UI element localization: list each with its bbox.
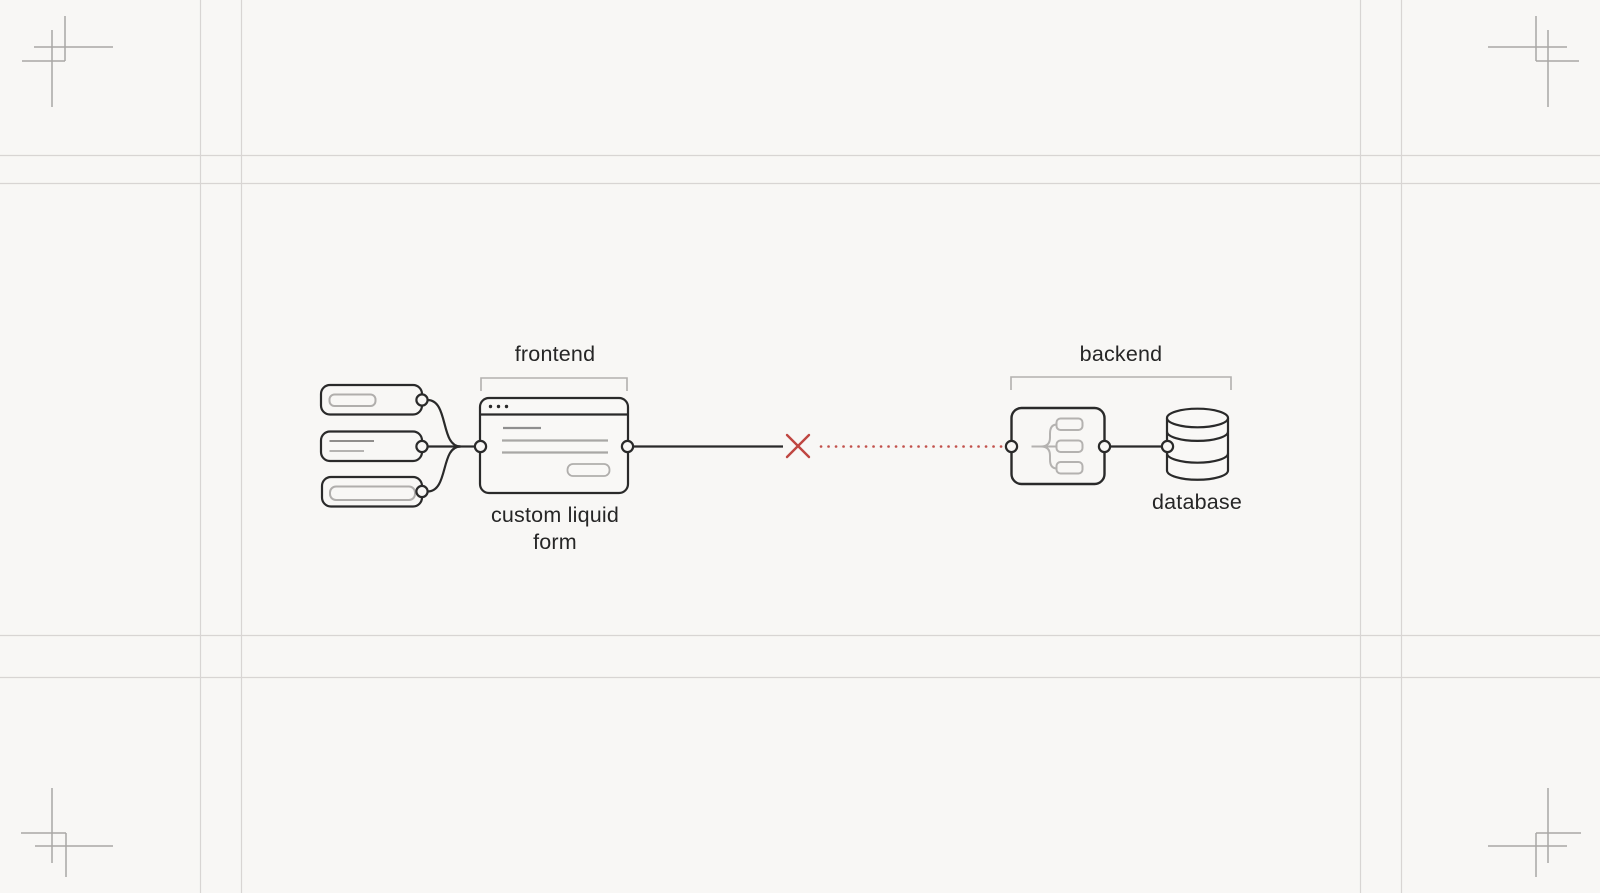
database-caption: database bbox=[1151, 490, 1243, 514]
port bbox=[1097, 439, 1112, 454]
connection-ports bbox=[415, 393, 1175, 499]
port bbox=[1004, 439, 1019, 454]
backend-bracket bbox=[1010, 376, 1232, 390]
input-connectors bbox=[427, 398, 476, 493]
backend-service-node bbox=[1010, 406, 1106, 486]
port bbox=[415, 484, 429, 499]
frontend-bracket bbox=[480, 377, 628, 391]
form-field-node-2 bbox=[319, 430, 424, 463]
input-box-icon bbox=[328, 393, 377, 407]
crop-mark-top-right bbox=[1488, 16, 1579, 107]
input-box-icon bbox=[329, 485, 416, 501]
custom-liquid-form-caption: custom liquid form bbox=[490, 503, 620, 554]
window-dots-icon bbox=[488, 404, 509, 409]
port bbox=[620, 439, 635, 454]
flow-branch-icon bbox=[1031, 417, 1084, 475]
frontend-label: frontend bbox=[514, 342, 596, 366]
port bbox=[473, 439, 488, 454]
database-cylinder-icon bbox=[1165, 407, 1230, 481]
crop-mark-bottom-right bbox=[1488, 788, 1581, 877]
port bbox=[415, 393, 429, 407]
browser-window-icon bbox=[478, 396, 630, 495]
crop-mark-top-left bbox=[22, 16, 113, 107]
form-field-node-3 bbox=[320, 475, 424, 508]
form-button-icon bbox=[566, 463, 611, 477]
form-field-node-1 bbox=[319, 383, 424, 416]
port bbox=[415, 439, 429, 454]
error-x-icon bbox=[785, 433, 811, 459]
backend-label: backend bbox=[1079, 342, 1163, 366]
crop-mark-bottom-left bbox=[21, 788, 113, 877]
port bbox=[1160, 439, 1175, 454]
